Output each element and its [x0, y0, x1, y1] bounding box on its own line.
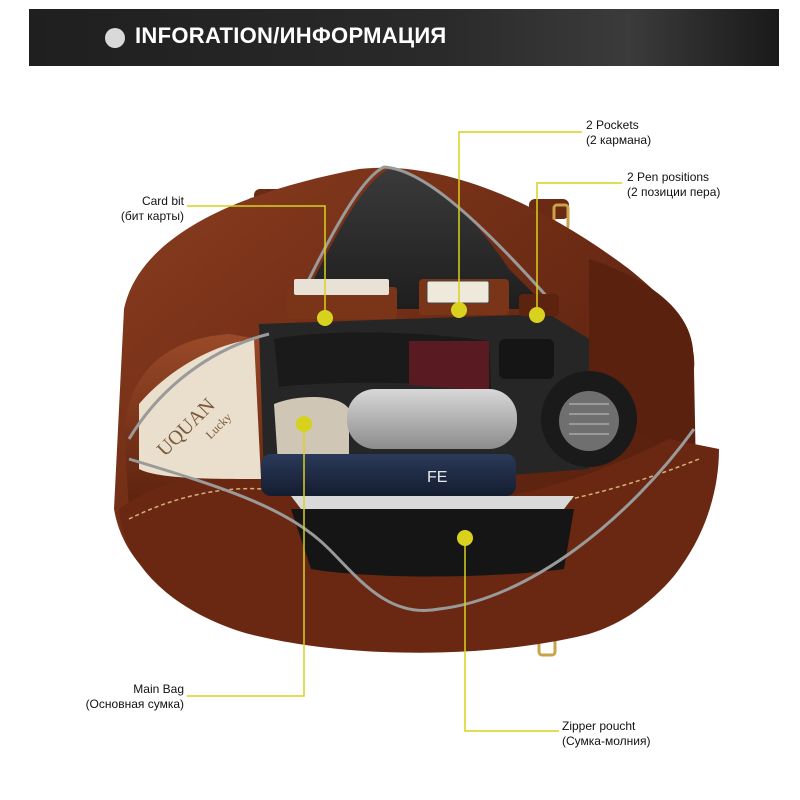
callout-lines: [187, 131, 622, 732]
pocket-tag: [426, 280, 490, 304]
header-banner: INFORATION/ИНФОРМАЦИЯ: [29, 9, 779, 66]
dot-card-bit: [317, 310, 333, 326]
right-wall: [589, 259, 693, 479]
callout-main-bag-en: Main Bag: [133, 682, 184, 696]
charger: [499, 339, 554, 379]
pen-holder: [519, 294, 559, 316]
callout-zipper-pouch-ru: (Сумка-молния): [562, 734, 651, 748]
bullet-dot-icon: [105, 28, 125, 48]
callout-card-bit-ru: (бит карты): [120, 209, 184, 223]
umbrella-band: [409, 341, 489, 391]
card: [294, 279, 389, 295]
belt-core: [559, 391, 619, 451]
callout-card-bit-en: Card bit: [141, 194, 184, 208]
bag-photo: FE UQUAN Lucky: [114, 131, 719, 732]
dot-zipper-pouch: [457, 530, 473, 546]
callout-main-bag-ru: (Основная сумка): [85, 697, 184, 711]
documents: [291, 496, 574, 509]
gift-box: [139, 339, 261, 479]
dot-main-bag: [296, 416, 312, 432]
callout-dots: [296, 302, 545, 546]
callout-pen-positions-en: 2 Pen positions: [627, 170, 710, 184]
back-lining: [299, 169, 549, 309]
product-infographic: FE UQUAN Lucky INFORATION/ИНФО: [29, 9, 779, 779]
left-zipper: [127, 332, 270, 440]
callout-card-bit: Card bit (бит карты): [89, 194, 184, 224]
bottle-print: FE: [427, 469, 447, 486]
callout-pockets-ru: (2 кармана): [586, 133, 652, 147]
callout-pockets-en: 2 Pockets: [586, 118, 639, 132]
header-title: INFORATION/ИНФОРМАЦИЯ: [135, 23, 447, 48]
callout-zipper-pouch-en: Zipper poucht: [562, 719, 636, 733]
glasses-case: [347, 389, 517, 449]
callout-pen-positions: 2 Pen positions (2 позиции пера): [627, 170, 720, 200]
front-zipper: [128, 428, 696, 612]
dot-pockets: [451, 302, 467, 318]
callout-main-bag: Main Bag (Основная сумка): [49, 682, 184, 712]
dot-pen-positions: [529, 307, 545, 323]
bottle: [261, 454, 516, 496]
zipper: [292, 165, 551, 310]
pouch-lining: [291, 509, 574, 577]
callout-pockets: 2 Pockets (2 кармана): [586, 118, 651, 148]
callout-pen-positions-ru: (2 позиции пера): [627, 185, 721, 199]
callout-zipper-pouch: Zipper poucht (Сумка-молния): [562, 719, 650, 749]
